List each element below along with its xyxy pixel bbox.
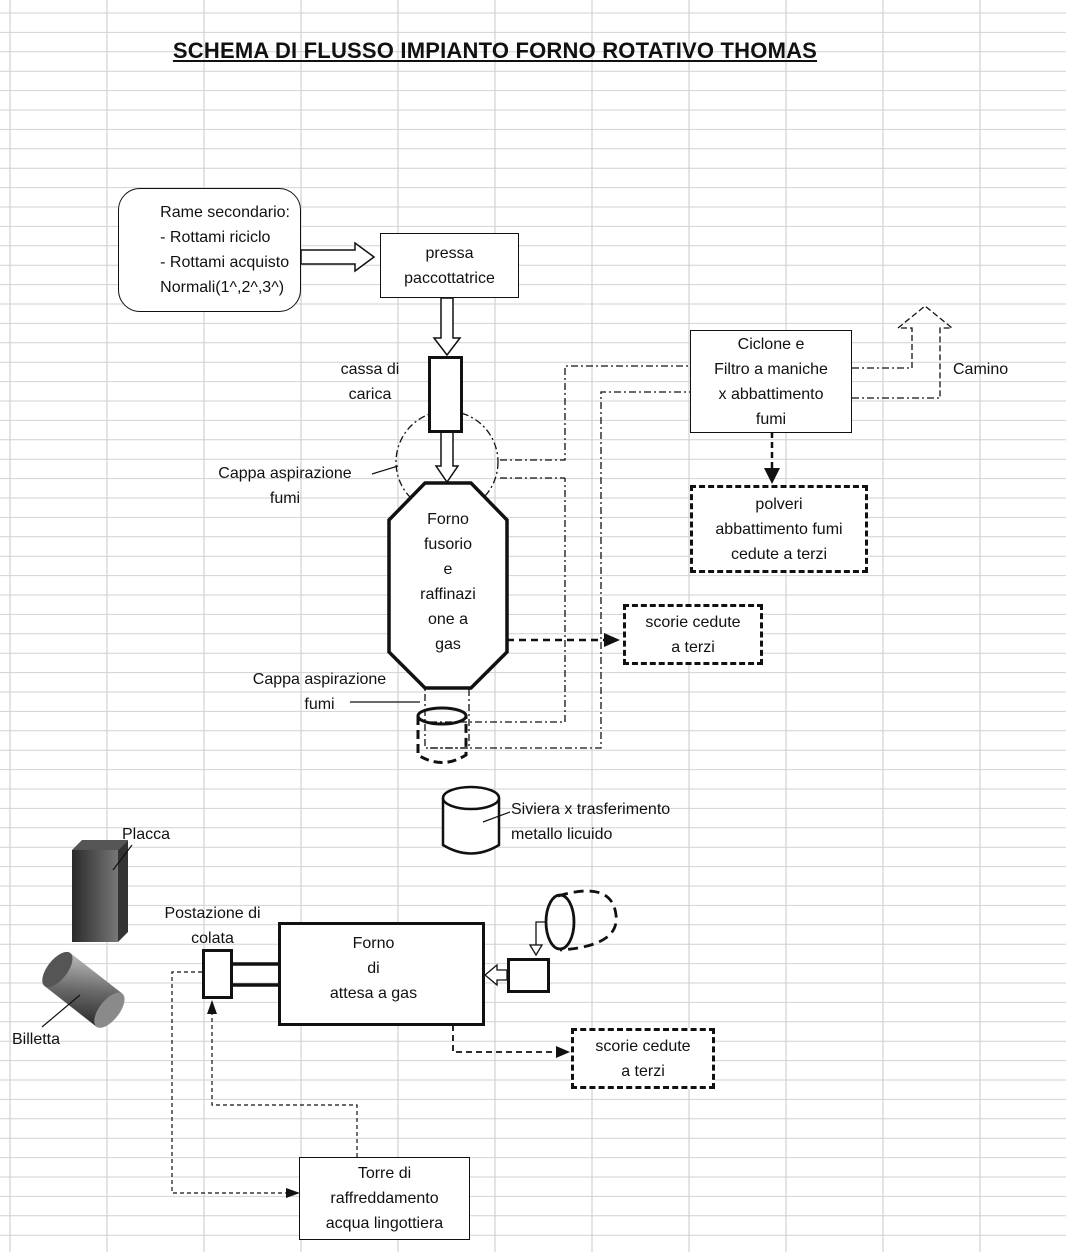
node-scorie-2: scorie cedute a terzi	[571, 1028, 715, 1089]
cooling-return-line	[212, 1010, 357, 1157]
pour-arrow	[530, 922, 546, 955]
node-rame-secondario: Rame secondario: - Rottami riciclo - Rot…	[118, 188, 301, 312]
billetta-label: Billetta	[12, 1027, 60, 1052]
arrowhead-cooling-up	[207, 1000, 217, 1014]
page-title: SCHEMA DI FLUSSO IMPIANTO FORNO ROTATIVO…	[0, 38, 990, 64]
arrowhead-cooling-right	[286, 1188, 300, 1198]
feed-arrow-rame-to-pressa	[301, 243, 374, 271]
forno-fusorio-label: Forno fusorio e raffinazi one a gas	[398, 507, 498, 657]
arrowhead-scorie1	[604, 633, 620, 647]
arrow-into-forno-attesa	[485, 965, 507, 985]
node-ciclone: Ciclone e Filtro a maniche x abbattiment…	[690, 330, 852, 433]
placca-shape	[72, 840, 128, 942]
feed-arrow-cassa-to-forno	[436, 432, 458, 482]
camino-arrow-shape	[898, 306, 952, 398]
node-cassa-carica	[428, 356, 463, 433]
placca-label: Placca	[122, 822, 170, 847]
postazione-label: Postazione di colata	[140, 901, 285, 951]
cassa-label: cassa di carica	[320, 357, 420, 407]
arrowhead-polveri	[764, 468, 780, 484]
node-postazione-colata	[202, 949, 233, 999]
pointer-billetta	[42, 995, 80, 1027]
cappa-lower-rect	[425, 688, 469, 748]
cappa-label-lower: Cappa aspirazione fumi	[232, 667, 407, 717]
ladle-tipping	[546, 891, 616, 950]
arrow-attesa-to-scorie2	[453, 1025, 557, 1052]
siviera-label: Siviera x trasferimento metallo licuido	[511, 797, 670, 847]
cappa-label-upper: Cappa aspirazione fumi	[200, 461, 370, 511]
siviera-shape	[443, 787, 499, 854]
camino-label: Camino	[953, 357, 1008, 382]
node-polveri: polveri abbattimento fumi cedute a terzi	[690, 485, 868, 573]
feed-arrow-pressa-to-cassa	[434, 298, 460, 355]
node-torre: Torre di raffreddamento acqua lingottier…	[299, 1157, 470, 1240]
pointer-cappa-upper	[372, 466, 398, 474]
arrowhead-scorie2	[556, 1046, 570, 1058]
forno-attesa-label: Forno di attesa a gas	[330, 931, 417, 1006]
node-tipping-station	[507, 958, 550, 993]
cooling-supply-line	[172, 972, 287, 1193]
exhaust-line-upper-cappa	[500, 366, 690, 460]
node-scorie-1: scorie cedute a terzi	[623, 604, 763, 665]
node-pressa: pressa paccottatrice	[380, 233, 519, 298]
node-forno-attesa: Forno di attesa a gas	[278, 922, 485, 1026]
node-rame-label: Rame secondario: - Rottami riciclo - Rot…	[160, 200, 290, 300]
